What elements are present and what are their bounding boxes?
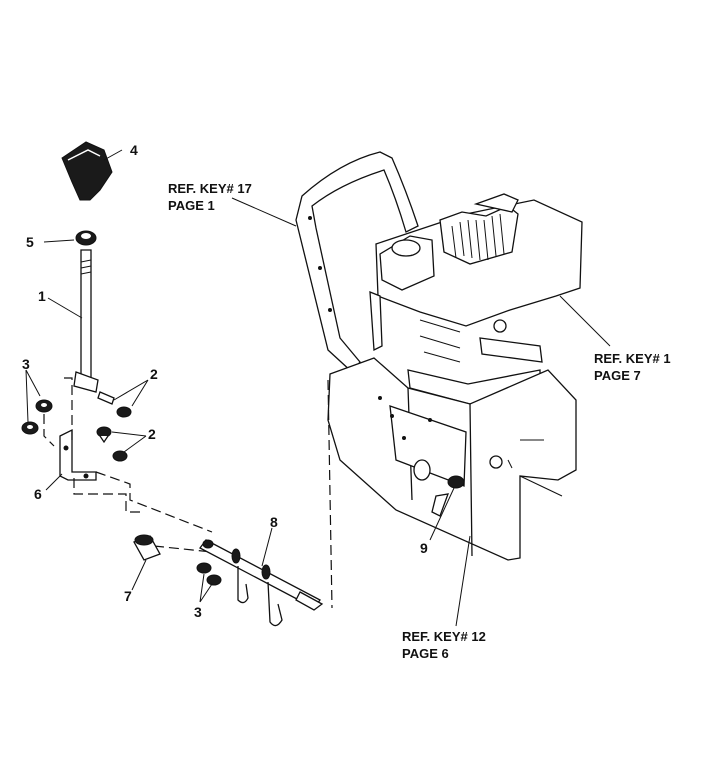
leader-lines — [25, 149, 611, 627]
ref-key-17-label: REF. KEY# 17 — [168, 181, 252, 196]
nut-a — [35, 399, 53, 413]
callout-2-lower: 2 — [148, 426, 156, 442]
callout-3-lower: 3 — [194, 604, 202, 620]
ref-key-12: REF. KEY# 12 PAGE 6 — [402, 628, 486, 662]
shift-shaft — [199, 539, 324, 627]
shift-rod — [80, 249, 92, 387]
bolt-lower-a — [96, 426, 112, 444]
engine — [369, 193, 583, 405]
callout-2-upper: 2 — [150, 366, 158, 382]
callout-9: 9 — [420, 540, 428, 556]
assembly-line-b — [43, 414, 55, 447]
ref-key-17: REF. KEY# 17 PAGE 1 — [168, 180, 252, 214]
nut-c — [196, 562, 222, 586]
nut-b — [21, 421, 39, 435]
ref-key-12-page: PAGE 6 — [402, 646, 449, 661]
handle-frame — [295, 151, 419, 373]
assembly-line-a — [64, 377, 73, 440]
lower-bracket — [59, 428, 97, 481]
bolt-upper — [97, 391, 132, 418]
assembly-line-c — [73, 478, 142, 513]
callout-5: 5 — [26, 234, 34, 250]
ref-key-1: REF. KEY# 1 PAGE 7 — [594, 350, 671, 384]
bushing — [133, 534, 161, 561]
callout-4: 4 — [130, 142, 138, 158]
frame-alignment-line — [327, 379, 333, 609]
auger-housing — [327, 357, 577, 561]
bolt-lower-b — [112, 450, 128, 462]
knob-spacer — [75, 230, 97, 246]
callout-1: 1 — [38, 288, 46, 304]
ref-key-1-label: REF. KEY# 1 — [594, 351, 671, 366]
callout-7: 7 — [124, 588, 132, 604]
ref-key-17-page: PAGE 1 — [168, 198, 215, 213]
rod-clip — [73, 371, 99, 393]
ref-key-12-label: REF. KEY# 12 — [402, 629, 486, 644]
assembly-line-d — [95, 471, 213, 533]
callout-3-upper: 3 — [22, 356, 30, 372]
callout-6: 6 — [34, 486, 42, 502]
callout-8: 8 — [270, 514, 278, 530]
ref-key-1-page: PAGE 7 — [594, 368, 641, 383]
assembly-line-e — [153, 545, 213, 553]
shift-knob — [61, 141, 113, 201]
